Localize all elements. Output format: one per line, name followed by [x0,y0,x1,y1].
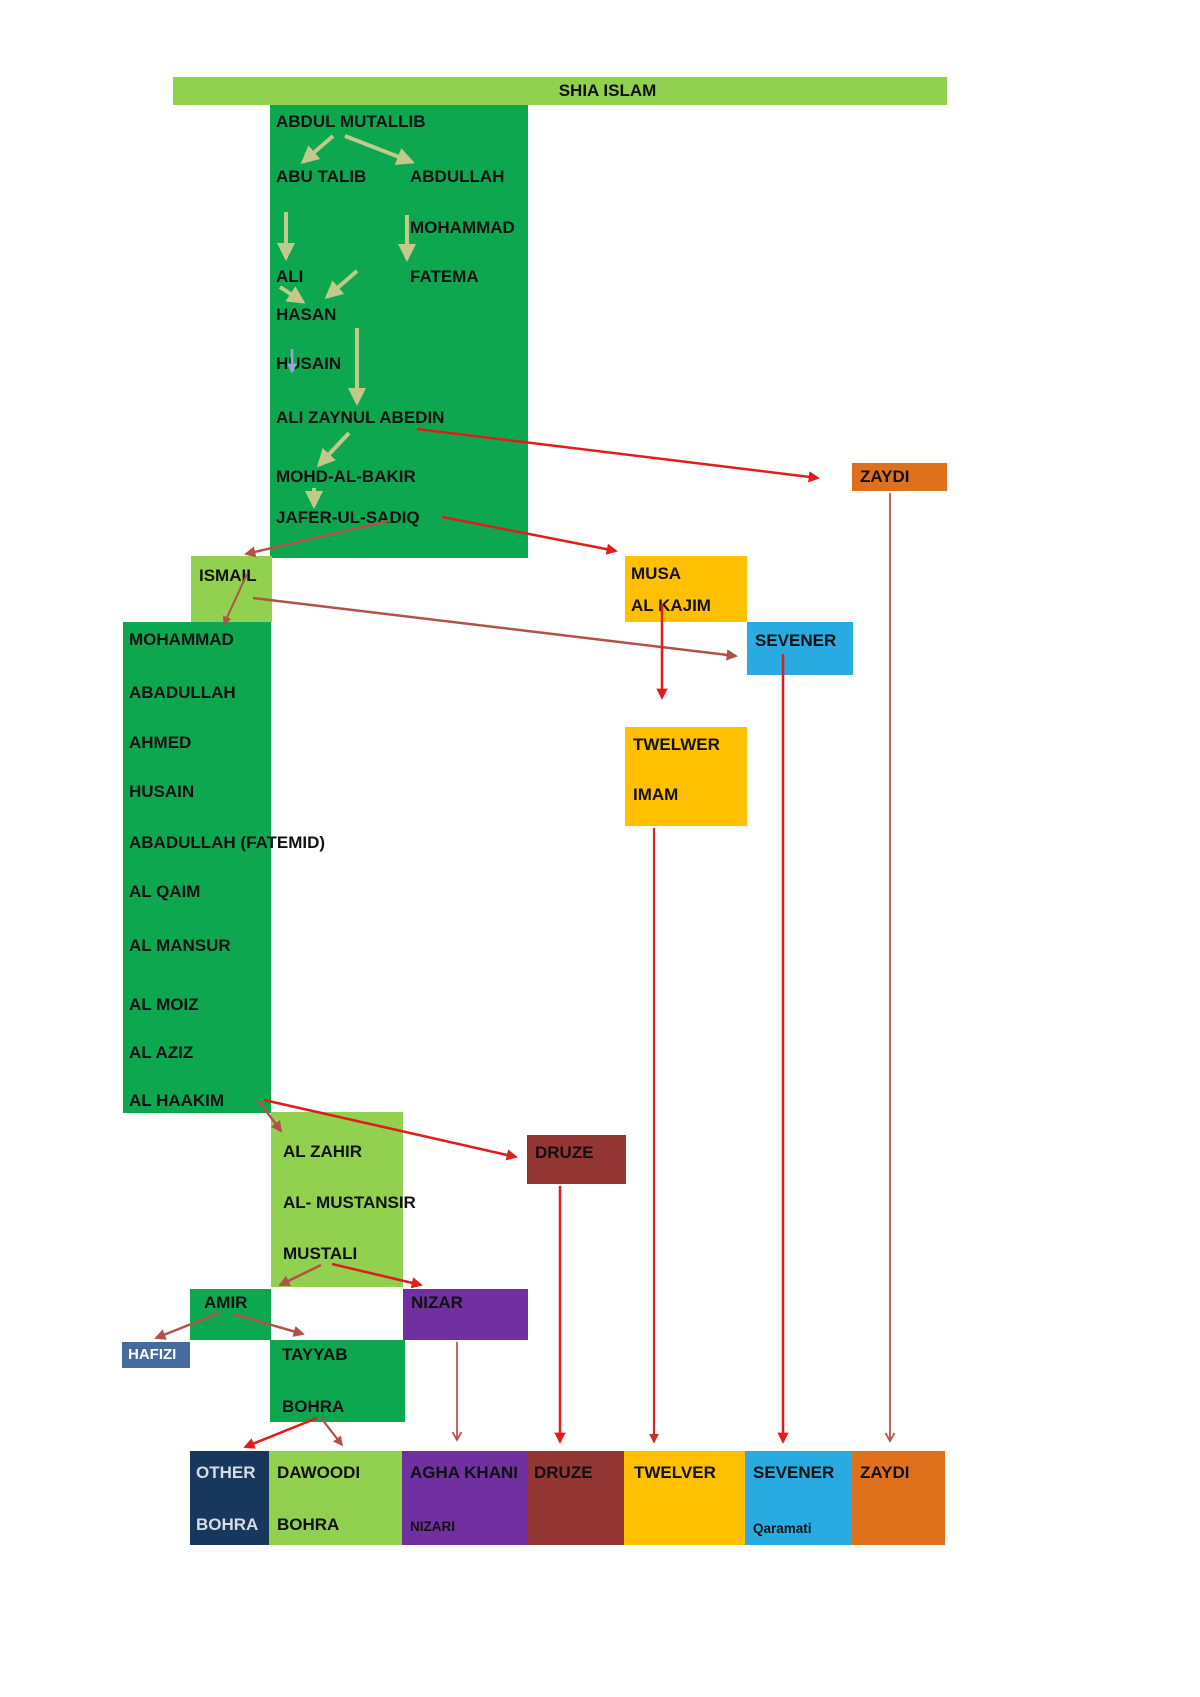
bottom-label-other: OTHER [196,1463,256,1482]
ismail-box: ISMAIL [191,556,272,622]
bottom-label-qaramati: Qaramati [753,1521,812,1536]
bottom-label-twelver: TWELVER [634,1463,716,1482]
node-abu-talib: ABU TALIB [276,167,367,186]
node-tayyab: TAYYAB [282,1345,348,1364]
bottom-label-druze: DRUZE [534,1463,593,1482]
node-abadullah-fatemid: ABADULLAH (FATEMID) [129,833,326,852]
node-hasan: HASAN [276,305,337,324]
node-al-aziz: AL AZIZ [129,1043,194,1062]
node-mohd-al-bakir: MOHD-AL-BAKIR [276,467,416,486]
node-mustali: MUSTALI [283,1244,358,1263]
node-musa: MUSA [631,564,682,583]
node-nizar: NIZAR [411,1293,463,1312]
node-al-kajim: AL KAJIM [631,596,711,615]
node-druze: DRUZE [535,1143,594,1162]
page-title: SHIA ISLAM [558,81,657,100]
nizar-box: NIZAR [403,1289,528,1340]
twelwer-imam-box: TWELWER IMAM [625,727,747,826]
druze-box: DRUZE [527,1135,626,1184]
node-abdul-mutallib: ABDUL MUTALLIB [276,112,426,131]
amir-box: AMIR [190,1289,271,1340]
bottom-label-nizari: NIZARI [410,1519,455,1534]
node-al-haakim: AL HAAKIM [129,1091,225,1110]
node-jafer-ul-sadiq: JAFER-UL-SADIQ [276,508,420,527]
fatimid-line-box: MOHAMMAD ABADULLAH AHMED HUSAIN ABADULLA… [123,622,325,1113]
node-al-zahir: AL ZAHIR [283,1142,363,1161]
bottom-label-agha-khani: AGHA KHANI [410,1463,518,1482]
bottom-druze: DRUZE [528,1451,624,1545]
node-ali: ALI [276,267,304,286]
bottom-label-zaydi: ZAYDI [860,1463,910,1482]
bottom-zaydi: ZAYDI [852,1451,945,1545]
node-twelwer: TWELWER [633,735,720,754]
node-ismail: ISMAIL [199,566,257,585]
zaydi-box: ZAYDI [852,463,947,491]
node-mohammad-2: MOHAMMAD [129,630,234,649]
node-fatema: FATEMA [410,267,479,286]
bottom-twelver: TWELVER [624,1451,745,1545]
arrow-bohra-to-other [243,1416,318,1449]
node-zaydi: ZAYDI [860,467,910,486]
node-abdullah: ABDULLAH [410,167,505,186]
node-imam: IMAM [633,785,679,804]
node-ahmed: AHMED [129,733,192,752]
al-zahir-box: AL ZAHIR AL- MUSTANSIR MUSTALI [271,1112,416,1287]
node-al-mustansir: AL- MUSTANSIR [283,1193,416,1212]
node-amir: AMIR [204,1293,248,1312]
bottom-sevener-qaramati: SEVENER Qaramati [745,1451,852,1545]
lineage-box: ABDUL MUTALLIB ABU TALIB ABDULLAH MOHAMM… [270,105,528,558]
node-mohammad: MOHAMMAD [410,218,515,237]
node-sevener: SEVENER [755,631,837,650]
bottom-other-bohra: OTHER BOHRA [190,1451,269,1545]
sevener-box: SEVENER [747,622,853,675]
node-hafizi: HAFIZI [128,1346,177,1363]
bottom-label-dawoodi-bohra: BOHRA [277,1515,340,1534]
bottom-agha-khani-nizari: AGHA KHANI NIZARI [402,1451,528,1545]
node-husain: HUSAIN [276,354,342,373]
header-bar: SHIA ISLAM [173,77,947,105]
bottom-label-dawoodi: DAWOODI [277,1463,361,1482]
bottom-dawoodi-bohra: DAWOODI BOHRA [269,1451,402,1545]
node-al-moiz: AL MOIZ [129,995,199,1014]
bottom-label-other-bohra: BOHRA [196,1515,259,1534]
node-husain-2: HUSAIN [129,782,195,801]
tayyab-bohra-box: TAYYAB BOHRA [270,1340,405,1422]
node-ali-zaynul-abedin: ALI ZAYNUL ABEDIN [276,408,445,427]
arrow-bohra-to-dawoodi [320,1417,344,1447]
node-abadullah: ABADULLAH [129,683,236,702]
musa-al-kajim-box: MUSA AL KAJIM [625,556,747,622]
node-bohra: BOHRA [282,1397,345,1416]
node-al-mansur: AL MANSUR [129,936,231,955]
node-al-qaim: AL QAIM [129,882,201,901]
hafizi-box: HAFIZI [122,1342,190,1368]
bottom-label-sevener: SEVENER [753,1463,835,1482]
